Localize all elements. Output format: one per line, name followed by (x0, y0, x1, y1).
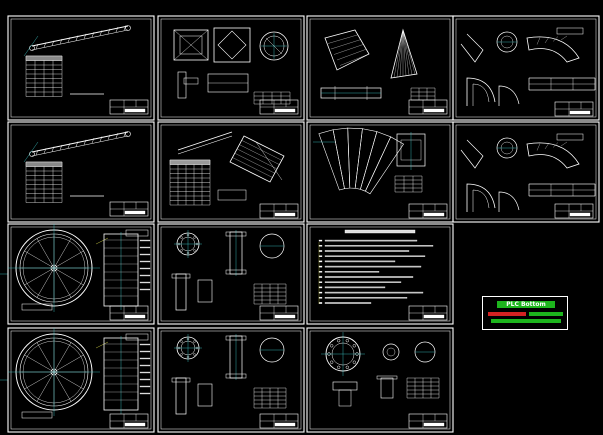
stamp-green-bar-long (491, 319, 561, 323)
sheet-elbow-development[interactable] (452, 121, 600, 223)
sheet-tank-plan[interactable] (7, 327, 155, 433)
title-stamp: PLC Bottom (482, 296, 568, 330)
sheet-cone-development[interactable] (306, 15, 454, 121)
sheet-conveyor-elevation[interactable] (7, 121, 155, 223)
stamp-green-band (497, 301, 555, 308)
sheet-tank-plan[interactable] (7, 223, 155, 325)
sheet-fan-development[interactable] (306, 121, 454, 223)
stamp-title: PLC Bottom (506, 301, 546, 308)
sheet-conveyor-sections[interactable] (157, 121, 305, 223)
sheet-conveyor-elevation[interactable] (7, 15, 155, 121)
stamp-red-bar (488, 312, 526, 316)
sheet-square-plate-details[interactable] (157, 15, 305, 121)
sheet-elbow-development[interactable] (452, 15, 600, 121)
sheet-general-notes[interactable] (306, 223, 454, 325)
sheet-nozzle-details[interactable] (157, 327, 305, 433)
sheet-nozzle-details[interactable] (157, 223, 305, 325)
stamp-green-bar (529, 312, 563, 316)
drawing-extent (0, 273, 8, 381)
sheet-flange-details[interactable] (306, 327, 454, 433)
